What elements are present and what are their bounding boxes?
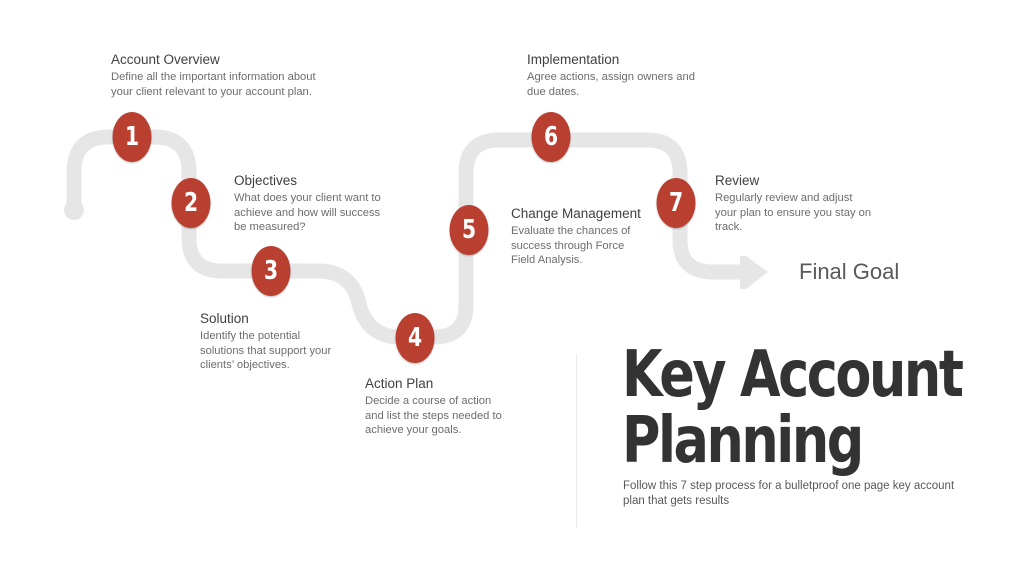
step-1-badge: 1	[112, 112, 152, 162]
step-6-description: Agree actions, assign owners and due dat…	[527, 71, 695, 98]
step-5-description: Evaluate the chances of success through …	[511, 225, 631, 266]
step-1-text: Account Overview Define all the importan…	[111, 51, 321, 99]
path-start-dot	[64, 200, 84, 220]
step-2-description: What does your client want to achieve an…	[234, 192, 381, 233]
step-3-text: Solution Identify the potential solution…	[200, 310, 335, 373]
step-6-text: Implementation Agree actions, assign own…	[527, 51, 712, 99]
step-1-description: Define all the important information abo…	[111, 71, 316, 98]
step-4-description: Decide a course of action and list the s…	[365, 395, 502, 436]
step-4-text: Action Plan Decide a course of action an…	[365, 375, 510, 438]
step-5-text: Change Management Evaluate the chances o…	[511, 205, 646, 268]
step-7-title: Review	[715, 173, 760, 188]
step-3-badge: 3	[251, 246, 291, 296]
step-5-title: Change Management	[511, 206, 641, 221]
step-6-title: Implementation	[527, 52, 620, 67]
arrow-head-icon	[740, 256, 768, 289]
step-7-badge: 7	[656, 178, 696, 228]
step-4-title: Action Plan	[365, 376, 434, 391]
step-2-text: Objectives What does your client want to…	[234, 172, 384, 235]
step-2-badge: 2	[171, 178, 211, 228]
step-7-description: Regularly review and adjust your plan to…	[715, 192, 872, 233]
title-line-1: Key Account	[622, 338, 964, 412]
step-2-title: Objectives	[234, 173, 298, 188]
step-4-badge: 4	[395, 313, 435, 363]
step-5-badge: 5	[449, 205, 489, 255]
page-title: Key Account Planning	[622, 338, 964, 478]
step-7-text: Review Regularly review and adjust your …	[715, 172, 875, 235]
step-3-description: Identify the potential solutions that su…	[200, 330, 332, 371]
subtitle: Follow this 7 step process for a bulletp…	[623, 480, 955, 507]
step-6-badge: 6	[531, 112, 571, 162]
winding-road-path	[66, 129, 752, 345]
final-goal-label: Final Goal	[799, 259, 900, 284]
step-1-title: Account Overview	[111, 52, 220, 67]
vertical-divider	[576, 354, 577, 528]
step-3-title: Solution	[200, 311, 249, 326]
title-line-2: Planning	[622, 404, 864, 478]
